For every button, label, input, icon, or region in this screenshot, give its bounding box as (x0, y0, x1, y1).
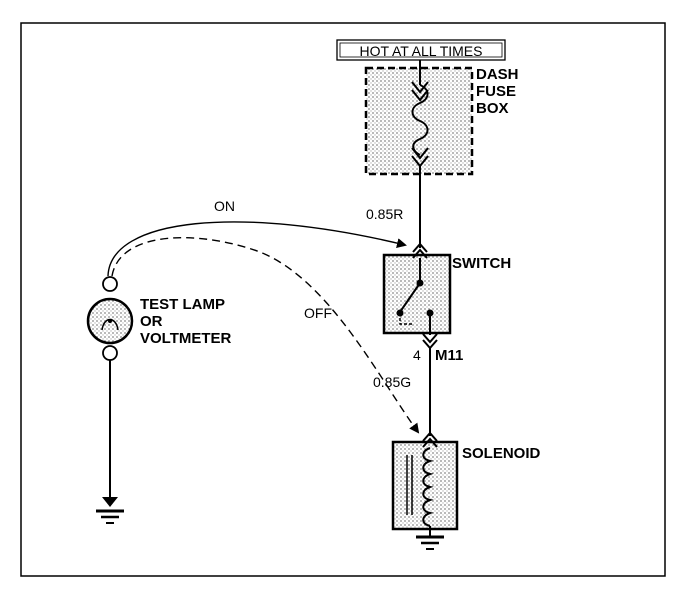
test-lamp-ground-icon (96, 509, 124, 524)
switch-label: SWITCH (452, 255, 511, 272)
on-label: ON (214, 198, 235, 214)
wire-bottom-label: 0.85G (373, 374, 411, 390)
connector-pin-label: 4 (413, 347, 421, 363)
fuse-box-label-2: FUSE (476, 83, 516, 100)
switch-blade (399, 282, 421, 313)
fuse-element-icon (411, 84, 429, 156)
off-label: OFF (304, 305, 332, 321)
test-lamp-label-2: OR (140, 313, 163, 330)
on-arrow (107, 221, 407, 277)
solenoid-label: SOLENOID (462, 445, 541, 462)
test-lamp-label-3: VOLTMETER (140, 330, 232, 347)
test-lamp-terminal-top (102, 276, 118, 292)
wire-top-label: 0.85R (366, 206, 403, 222)
off-arrow (111, 237, 420, 434)
solenoid-ground-icon (416, 535, 444, 550)
hot-at-all-times-label: HOT AT ALL TIMES (360, 43, 483, 59)
solenoid-coil-icon (422, 447, 434, 527)
diagram-border (20, 22, 666, 577)
fuse-box-label-1: DASH (476, 66, 519, 83)
test-lamp-terminal-bottom (102, 345, 118, 361)
switch-box (382, 253, 452, 335)
fuse-box-label-3: BOX (476, 100, 509, 117)
test-lamp-label-1: TEST LAMP (140, 296, 225, 313)
connector-name-label: M11 (435, 347, 463, 364)
